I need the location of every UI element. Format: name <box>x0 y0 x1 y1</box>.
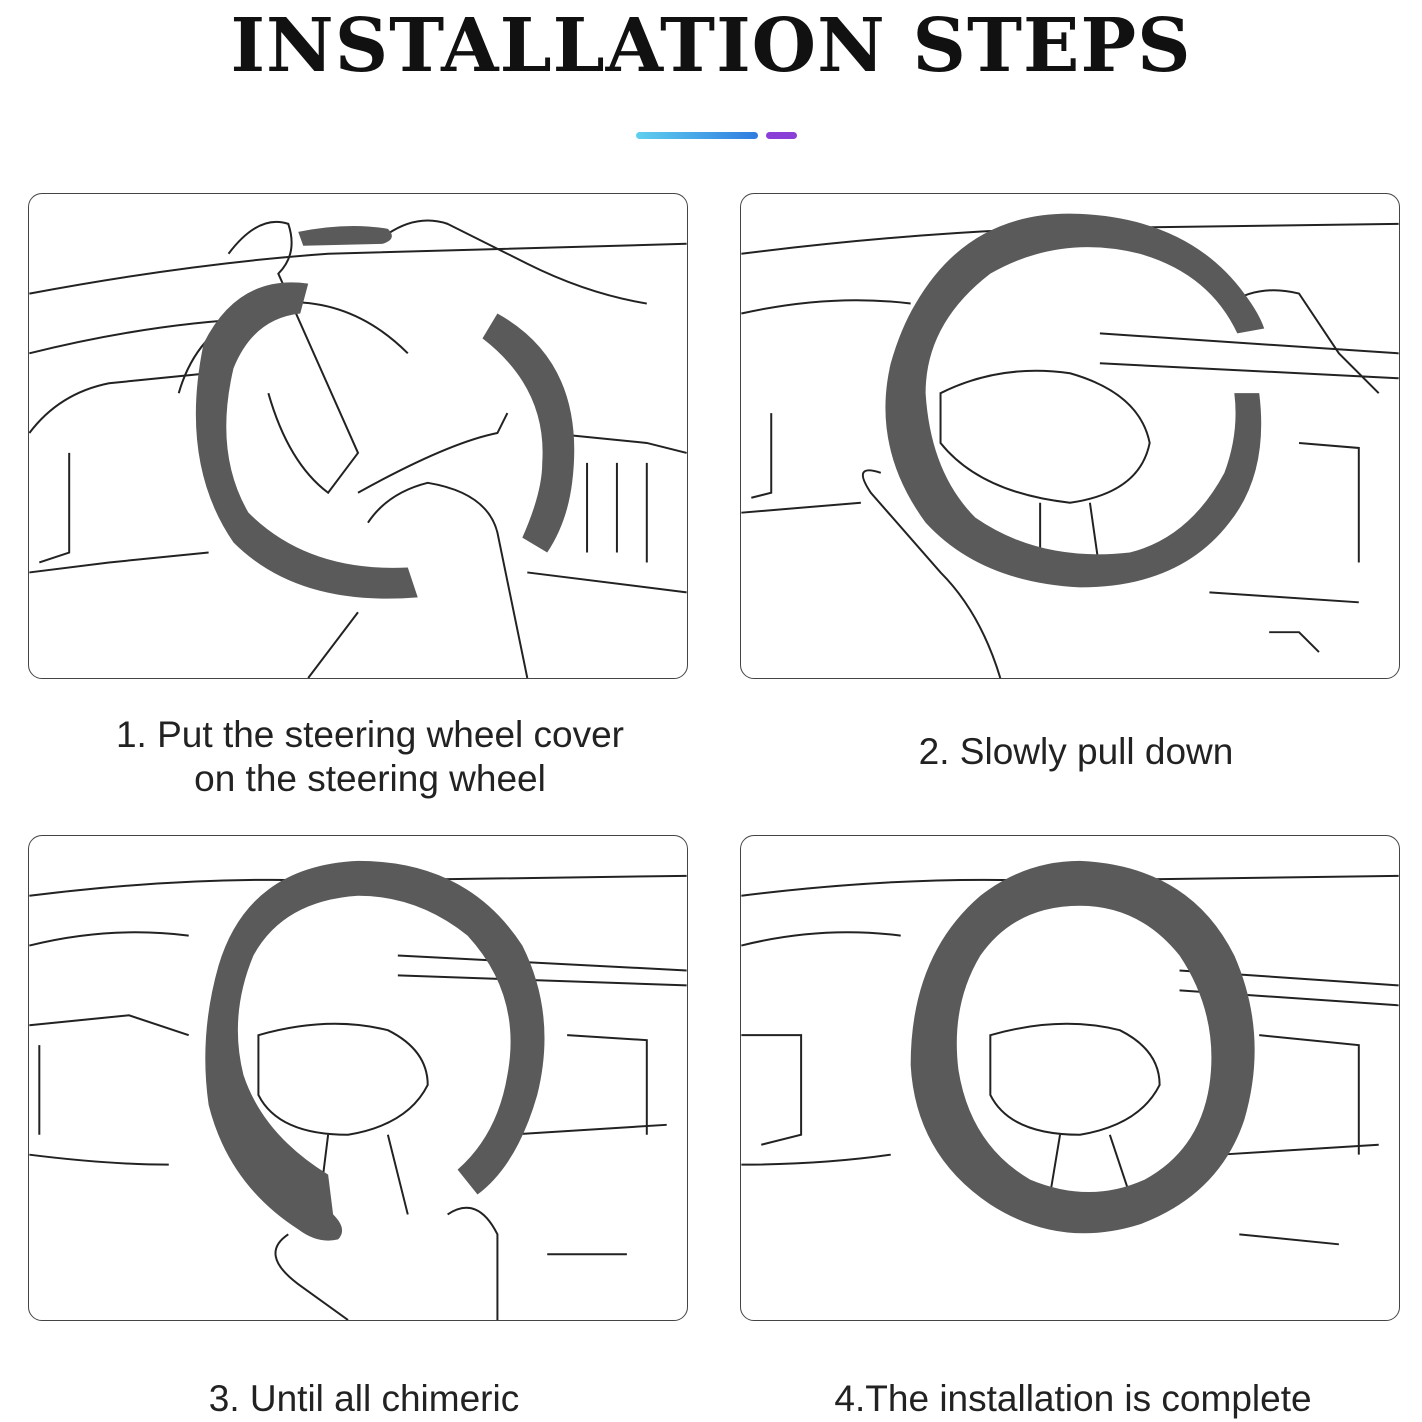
step-4-caption: 4.The installation is complete <box>743 1377 1403 1421</box>
steering-wheel-pull-down-icon <box>741 213 1399 678</box>
steering-wheel-complete-icon <box>741 860 1399 1246</box>
step-3-caption: 3. Until all chimeric <box>34 1377 694 1421</box>
step-2-caption: 2. Slowly pull down <box>746 730 1406 774</box>
steering-wheel-cover-install-icon <box>29 219 687 678</box>
step-4-caption-line-1: 4.The installation is complete <box>834 1378 1312 1419</box>
page-title: INSTALLATION STEPS <box>230 3 1192 89</box>
title-underline-purple <box>766 132 797 139</box>
step-1-caption-line-2: on the steering wheel <box>194 758 546 799</box>
step-3-illustration <box>28 835 688 1321</box>
step-1-caption-line-1: 1. Put the steering wheel cover <box>115 714 624 755</box>
step-3-caption-line-1: 3. Until all chimeric <box>208 1378 520 1419</box>
step-2-caption-line-1: 2. Slowly pull down <box>918 731 1234 772</box>
step-2-illustration <box>740 193 1400 679</box>
step-1-caption: 1. Put the steering wheel cover on the s… <box>40 713 700 801</box>
steering-wheel-cover-fit-icon <box>29 860 687 1320</box>
title-underline-blue <box>636 132 758 139</box>
step-4-illustration <box>740 835 1400 1321</box>
step-1-illustration <box>28 193 688 679</box>
